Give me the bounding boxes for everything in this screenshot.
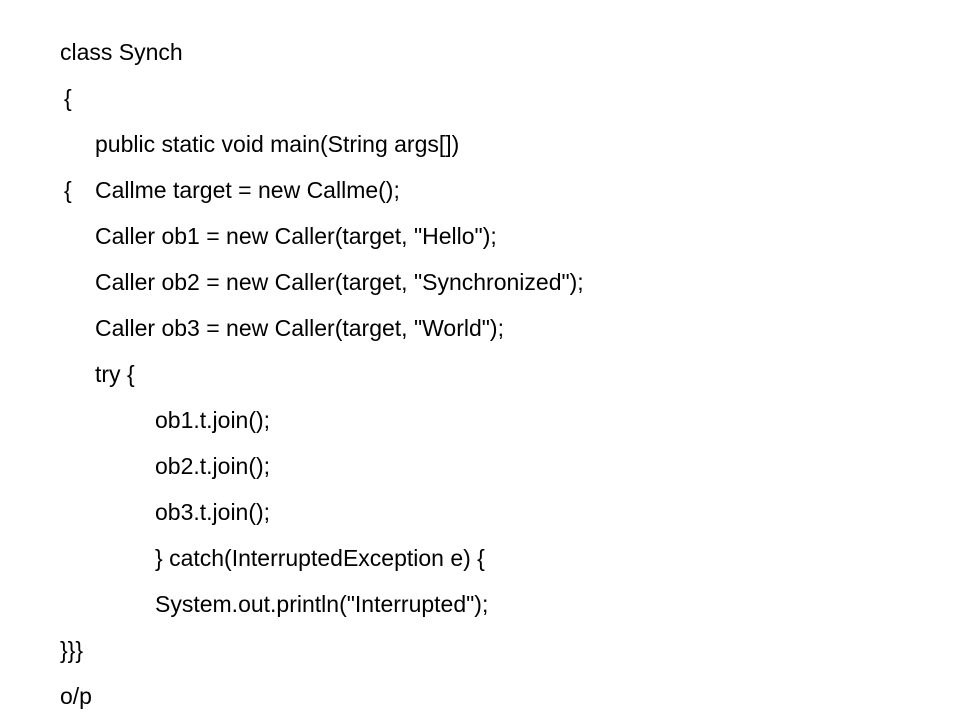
- code-line-callme-target: Callme target = new Callme();: [95, 177, 400, 203]
- code-line-output-label: o/p: [60, 683, 92, 709]
- code-line-caller-ob3: Caller ob3 = new Caller(target, "World")…: [95, 315, 504, 341]
- code-line-main-open-brace: {: [64, 177, 72, 203]
- code-line-caller-ob2: Caller ob2 = new Caller(target, "Synchro…: [95, 269, 584, 295]
- code-line-class-declaration: class Synch: [60, 39, 183, 65]
- code-line-println: System.out.println("Interrupted");: [155, 591, 489, 617]
- code-line-ob3-join: ob3.t.join();: [155, 499, 271, 525]
- code-line-caller-ob1: Caller ob1 = new Caller(target, "Hello")…: [95, 223, 497, 249]
- code-line-catch: } catch(InterruptedException e) {: [155, 545, 485, 571]
- code-line-ob1-join: ob1.t.join();: [155, 407, 271, 433]
- code-line-class-open-brace: {: [64, 85, 72, 111]
- code-line-ob2-join: ob2.t.join();: [155, 453, 271, 479]
- code-line-closing-braces: }}}: [60, 637, 84, 663]
- code-line-try: try {: [95, 361, 135, 387]
- code-line-main-signature: public static void main(String args[]): [95, 131, 460, 157]
